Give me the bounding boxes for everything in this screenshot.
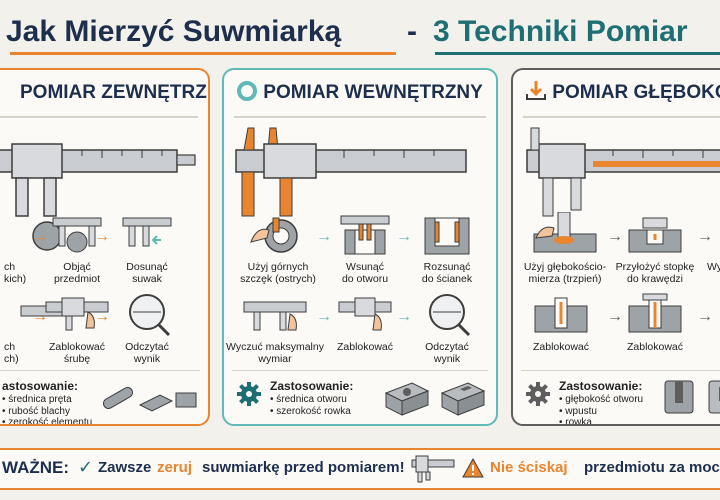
gear-icon (237, 382, 261, 406)
step-3: Wys (707, 261, 720, 273)
ring-icon (237, 81, 257, 101)
ring-icon (250, 217, 298, 253)
depth-icon (533, 212, 597, 253)
arrow-icon: → (32, 228, 48, 245)
magnifier-icon (713, 292, 720, 338)
caliper-icon (338, 297, 392, 331)
magnifier-icon (429, 294, 471, 337)
warning-icon (462, 458, 484, 478)
step-5: Zablokować (613, 292, 697, 353)
arrow-icon: → (316, 308, 332, 325)
arrow-icon: → (94, 308, 110, 325)
step-2: Przyłożyć stopkę do krawędzi (613, 212, 697, 285)
step-3: Rozsunąć do ścianek (402, 212, 492, 285)
footer-lead: WAŻNE: (2, 458, 70, 477)
arrow-icon: → (94, 228, 110, 245)
caliper-icon (122, 217, 172, 247)
step-1: ch kich) (2, 212, 92, 285)
arrow-icon: → (32, 308, 48, 325)
step-5: Zablokować (320, 292, 410, 353)
arrow-icon: → (316, 228, 332, 245)
panel-heading: POMIAR WEWNĘTRZNY (224, 70, 496, 110)
depth-icon (628, 293, 682, 333)
magnifier-icon (129, 294, 171, 337)
panel-external: POMIAR ZEWNĘTRZNY ch kich) → (0, 68, 210, 426)
step-6: Odczytać wynik (102, 292, 192, 365)
caliper-illustration (224, 122, 496, 228)
application-box: astosowanie: średnica pręta rubość blach… (0, 370, 200, 424)
panel-heading: POMIAR GŁĘBOKO (513, 70, 720, 110)
depth-icon (526, 81, 546, 100)
title-part2: 3 Techniki Pomiar (433, 15, 688, 48)
check-icon: ✓ (78, 457, 94, 477)
caliper-icon (52, 217, 102, 253)
arrow-icon: → (697, 228, 713, 245)
title-underline-2 (435, 52, 720, 55)
gear-icon (526, 382, 550, 406)
objects-icon (384, 382, 486, 416)
caliper-icon (340, 215, 390, 255)
step-1: Użyj głębokościo- mierza (trzpień) (515, 212, 615, 285)
step-3: Dosunąć suwak (102, 212, 192, 285)
application-box: Zastosowanie: średnica otworu szerokość … (232, 370, 488, 421)
page-title: Jak Mierzyć Suwmiarką - 3 Techniki Pomia… (0, 12, 720, 55)
step-4: Zablokować (519, 292, 603, 353)
caliper-icon (411, 455, 455, 483)
objects-icon (664, 380, 720, 414)
step-2: Wsunąć do otworu (320, 212, 410, 285)
panel-internal: POMIAR WEWNĘTRZNY Użyj górnych szczęk (o… (222, 68, 498, 426)
caliper-icon (45, 297, 109, 331)
step-2: Objąć przedmiot (32, 212, 122, 285)
block-icon (424, 217, 470, 255)
panel-heading: POMIAR ZEWNĘTRZNY (20, 82, 208, 103)
caliper-illustration (513, 122, 720, 228)
application-box: Zastosowanie: głębokość otworu wpustu ro… (521, 370, 720, 424)
arrow-icon: → (396, 308, 412, 325)
caliper-icon (235, 127, 467, 217)
caliper-icon (0, 143, 196, 217)
arrow-icon: → (697, 308, 713, 325)
arrow-icon: → (607, 308, 623, 325)
panel-depth: POMIAR GŁĘBOKO Użyj głębokościo- mierza … (511, 68, 720, 426)
application-list: średnica otworu szerokość rowka (270, 394, 350, 417)
title-part1: Jak Mierzyć Suwmiarką (6, 15, 342, 48)
step-5: Zablokować śrubę (32, 292, 122, 365)
arrow-icon: → (607, 228, 623, 245)
depth-icon (534, 297, 588, 333)
objects-icon (102, 387, 197, 412)
step-4: Wyczuć maksymalny wymiar (224, 292, 330, 365)
arrow-icon: → (396, 228, 412, 245)
depth-icon (628, 217, 682, 253)
title-underline (10, 52, 396, 55)
caliper-icon (526, 127, 720, 217)
application-list: głębokość otworu wpustu rowka (559, 394, 643, 424)
step-6: Odczytać wynik (402, 292, 492, 365)
caliper-icon (243, 301, 307, 331)
step-1: Użyj górnych szczęk (ostrych) (228, 212, 328, 285)
title-dash: - (407, 15, 417, 48)
application-list: średnica pręta rubość blachy zerokość el… (2, 394, 92, 424)
footer-tips: WAŻNE: ✓ Zawsze zeruj suwmiarkę przed po… (0, 448, 720, 490)
caliper-illustration (0, 122, 208, 228)
